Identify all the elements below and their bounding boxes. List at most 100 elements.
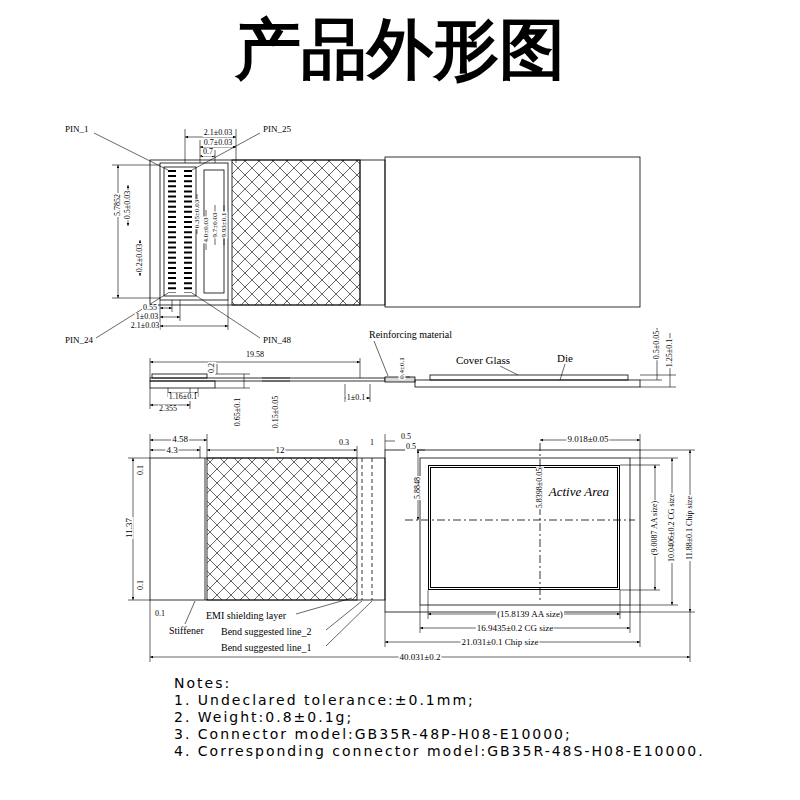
part-label: Bend suggested line_1	[220, 643, 313, 653]
fpc-side-view	[415, 380, 640, 387]
dimension-value: 12	[275, 446, 286, 455]
dimension-line	[215, 374, 250, 375]
dimension-value: 2.355	[158, 405, 178, 413]
dimension-line	[620, 590, 621, 619]
dimension-line	[370, 384, 371, 402]
area-label: Active Area	[549, 485, 609, 499]
fpc-side-view	[150, 378, 385, 381]
fpc-bottom-view	[150, 443, 640, 612]
dimension-value: 0.4±0.1	[399, 356, 406, 379]
dimension-line	[262, 378, 290, 379]
part-label: PIN_48	[262, 336, 292, 345]
dimension-line	[128, 458, 150, 459]
leader-line	[374, 341, 388, 376]
dimension-line	[150, 388, 151, 409]
dimension-line	[228, 300, 229, 330]
dimension-line	[630, 458, 678, 459]
fpc-bottom-view	[150, 458, 385, 600]
dimension-value: 1±0.1	[346, 394, 366, 402]
dimension-line	[150, 358, 151, 378]
fpc-side-view	[430, 375, 628, 380]
dimension-line	[630, 605, 631, 633]
fpc-top-view	[360, 160, 361, 305]
dimension-line	[385, 441, 395, 442]
dimension-value: 9.018±0.05	[567, 435, 610, 444]
leader-line	[94, 133, 260, 338]
fpc-top-view	[150, 157, 640, 307]
leader-line	[326, 601, 372, 646]
dimension-value: 5.8848	[414, 476, 422, 500]
dimension-line	[262, 381, 290, 382]
note-text: 2. Weight:0.8±0.1g;	[173, 710, 354, 724]
dimension-value: 1.25±0.1	[666, 338, 674, 368]
dimension-line	[150, 434, 151, 458]
leader-line	[326, 601, 362, 630]
dimension-line	[185, 129, 186, 163]
dimension-line	[690, 612, 691, 662]
leader-line	[192, 293, 260, 338]
dimension-value: 4.58	[171, 435, 189, 444]
fpc-bottom-view	[405, 520, 635, 521]
dimension-value: 2.1±0.03	[203, 129, 233, 137]
note-text: 1. Undeclared tolerance:±0.1mm;	[173, 693, 476, 707]
dimension-value: 21.031±0.1 Chip size	[461, 638, 540, 647]
connector-symbol	[164, 167, 196, 296]
dimension-line	[150, 362, 360, 363]
dimension-value: 10.0406±0.2 CG size	[668, 493, 676, 563]
dimension-line	[215, 150, 216, 163]
dimension-value: 0.7	[202, 148, 214, 156]
dimension-value: 0.1	[137, 579, 145, 591]
dimension-line	[620, 590, 660, 591]
dimension-line	[200, 446, 201, 458]
connector-symbol	[160, 163, 228, 300]
part-label: PIN_24	[64, 336, 94, 345]
dimension-line	[112, 298, 160, 299]
note-text: Notes:	[173, 676, 232, 690]
dimension-value: 0.1	[154, 610, 166, 618]
dimension-line	[360, 358, 361, 378]
dimension-value: 1.16±0.1	[168, 393, 198, 401]
part-label: Die	[556, 353, 574, 364]
fpc-bottom-view	[385, 450, 640, 612]
dimension-line	[215, 388, 250, 389]
note-text: 4. Corresponding connector model:GB35R-4…	[173, 744, 706, 758]
dimension-value: 11.88±0.1 Chip size	[686, 495, 694, 561]
fpc-side-view	[150, 374, 640, 388]
dimension-line	[385, 434, 386, 450]
fpc-bottom-view	[205, 458, 206, 600]
active-area-box: Active Area	[428, 465, 620, 590]
dimension-line	[150, 600, 151, 662]
dimension-line	[128, 600, 150, 601]
dimension-value: 1	[369, 439, 375, 447]
dimension-value: 5.7852	[114, 193, 122, 217]
dimension-line	[172, 300, 173, 312]
connector-symbol	[168, 170, 176, 293]
dimension-line	[160, 317, 180, 318]
dimension-value: 0.2±0.03	[136, 243, 144, 273]
dimension-value: 0.1	[137, 464, 145, 476]
dimension-value: 4.0±0.03	[203, 217, 210, 244]
dimension-line	[244, 374, 245, 388]
fpc-top-view	[150, 160, 385, 305]
dimension-value: 0.2	[208, 362, 216, 374]
dimension-line	[428, 590, 429, 619]
part-label: PIN_1	[64, 125, 90, 134]
dimension-value: 9.7±0.03	[212, 212, 219, 239]
dimension-line	[180, 300, 181, 321]
dimension-value: 0.15±0.05	[272, 395, 280, 429]
dimension-line	[420, 605, 421, 633]
dimension-line	[112, 165, 160, 166]
dimension-line	[620, 465, 660, 466]
dimension-line	[357, 446, 358, 458]
dimension-line	[200, 140, 201, 163]
fpc-bottom-view	[362, 458, 363, 600]
dimension-line	[207, 434, 208, 458]
page-title: 产品外形图	[0, 14, 800, 87]
fpc-bottom-view	[207, 458, 357, 600]
dimension-line	[112, 129, 236, 330]
part-label: Reinforcing material	[368, 330, 453, 340]
leader-line	[500, 366, 518, 375]
leader-line	[96, 293, 168, 338]
